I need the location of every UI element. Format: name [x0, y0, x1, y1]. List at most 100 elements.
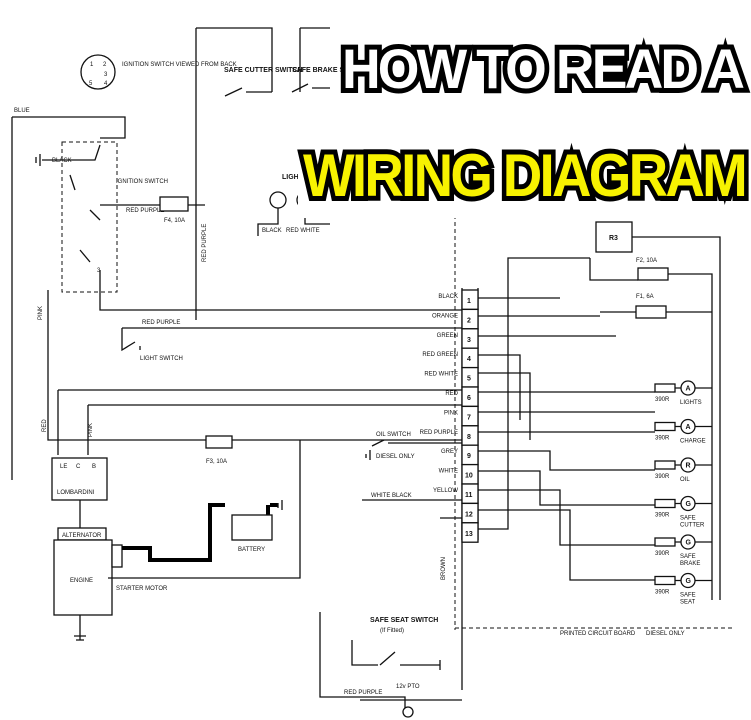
indicator-resistor [654, 575, 676, 586]
pcb-diesel-only-label: DIESEL ONLY [646, 631, 685, 637]
brown-wire-label: BROWN [441, 557, 447, 580]
indicator-lamp-letter: A [686, 386, 691, 393]
indicator-name: SEAT [680, 600, 696, 606]
engine-ground [74, 500, 86, 641]
fuse-f4 [159, 196, 189, 212]
indicator-lamp [680, 457, 696, 473]
safe-seat-switch-symbol [351, 640, 441, 670]
terminal-number: 10 [465, 473, 473, 480]
terminal-number: 6 [467, 395, 471, 402]
indicator-resistor [654, 537, 676, 547]
pto-connector [402, 706, 414, 718]
indicator-resistor [654, 421, 676, 432]
red-purple-top-label: RED PURPLE [126, 208, 164, 214]
indicator-lamps: 390RALIGHTS390RACHARGE390RROIL390RGSAFEC… [654, 380, 712, 606]
lombardini-label: LOMBARDINI [57, 490, 95, 496]
terminal-wire-label: GREY [441, 449, 458, 455]
ignition-switch-box [61, 141, 118, 293]
ignition-pin-3: 3 [97, 268, 101, 274]
switch-pin-4: 4 [104, 81, 108, 87]
printed-circuit-board-label: PRINTED CIRCUIT BOARD [560, 631, 636, 637]
lights-label: LIGHTS [282, 174, 308, 181]
pto-label: 12v PTO [396, 684, 420, 690]
light-switch-wiring [121, 327, 462, 352]
lombardini-b: B [92, 464, 96, 470]
left-wiring-harness [47, 290, 462, 455]
safe-seat-if-fitted-label: (If Fitted) [380, 628, 404, 634]
starter-motor [111, 544, 123, 568]
starter-wire [108, 440, 301, 579]
indicator-resistor-label: 390R [655, 513, 670, 519]
white-black-label: WHITE BLACK [371, 493, 412, 499]
pcb-bus-wires [589, 236, 721, 600]
indicator-name: SAFE [680, 593, 696, 599]
alternator-label: ALTERNATOR [62, 533, 102, 539]
title-line-2: WIRING DIAGRAM [303, 142, 745, 209]
indicator-lamp-letter: G [686, 540, 692, 547]
terminal-number: 4 [467, 356, 471, 363]
red-white-lights-label: RED WHITE [286, 228, 320, 234]
red-wire-label: RED [42, 419, 48, 432]
terminal-number: 8 [467, 434, 471, 441]
indicator-lamp-letter: R [686, 463, 691, 470]
indicator-resistor [654, 460, 676, 470]
terminal-number: 11 [465, 492, 473, 499]
safe-cutter-switch-symbol [224, 87, 272, 97]
indicator-resistor-label: 390R [655, 474, 670, 480]
terminal-wire-label: YELLOW [433, 488, 458, 494]
terminal-wire-label: RED GREEN [422, 352, 458, 358]
battery-ground [277, 500, 283, 510]
switch-pin-1: 1 [90, 62, 94, 68]
fuse-f3-label: F3, 10A [206, 459, 227, 465]
indicator-name: LIGHTS [680, 400, 702, 406]
fuse-f2-label: F2, 10A [636, 258, 657, 264]
blue-wire-label: BLUE [14, 108, 30, 114]
indicator-name: CHARGE [680, 439, 706, 445]
lower-terminal-wires [360, 499, 463, 701]
fuse-f1 [635, 305, 667, 319]
terminal-13 [461, 522, 479, 543]
indicator-lamp [680, 380, 696, 396]
terminal-wire-label: GREEN [437, 333, 458, 339]
black-wire-label-left: BLACK [52, 158, 72, 164]
indicator-resistor-label: 390R [655, 590, 670, 596]
indicator-lamp [680, 418, 696, 435]
light-switch-label: LIGHT SWITCH [140, 356, 183, 362]
light-bulb-left [269, 191, 287, 209]
starter-motor-label: STARTER MOTOR [116, 586, 168, 592]
wire-to-terminal-1 [99, 270, 462, 311]
terminal-wire-label: ORANGE [432, 313, 458, 319]
battery [231, 514, 273, 541]
fuse-f4-label: F4, 10A [164, 218, 185, 224]
lombardini-le: LE [60, 464, 67, 470]
terminal-number: 9 [467, 453, 471, 460]
terminal-wire-label: PINK [444, 410, 458, 416]
indicator-lamp-letter: G [686, 501, 692, 508]
terminal-number: 3 [467, 337, 471, 344]
terminal-wire-label: BLACK [438, 294, 458, 300]
terminal-number: 7 [467, 414, 471, 421]
safe-brake-switch-label: SAFE BRAKE SWITCH [292, 67, 367, 74]
indicator-lamp-letter: A [686, 424, 691, 431]
terminal-number: 12 [465, 511, 473, 518]
oil-switch-label: OIL SWITCH [376, 432, 411, 438]
pink-small-label: PINK [88, 423, 94, 437]
terminal-wire-label: RED [445, 391, 458, 397]
indicator-name: BRAKE [680, 561, 700, 567]
indicator-resistor [654, 498, 676, 509]
indicator-resistor-label: 390R [655, 397, 670, 403]
red-purple-bottom-wire [319, 612, 406, 708]
terminal-number: 5 [467, 376, 471, 383]
lombardini-c: C [76, 464, 81, 470]
oil-diesel-only-label: DIESEL ONLY [376, 454, 415, 460]
terminal-wire-label: WHITE [439, 469, 458, 475]
black-lights-label: BLACK [262, 228, 282, 234]
oil-switch-symbol [365, 439, 462, 460]
terminal-to-board-wires [478, 257, 655, 581]
ignition-switch-label: IGNITION SWITCH [116, 179, 168, 185]
indicator-resistor-label: 390R [655, 551, 670, 557]
fuse-f2 [637, 267, 669, 281]
title-backdrop [298, 118, 743, 218]
